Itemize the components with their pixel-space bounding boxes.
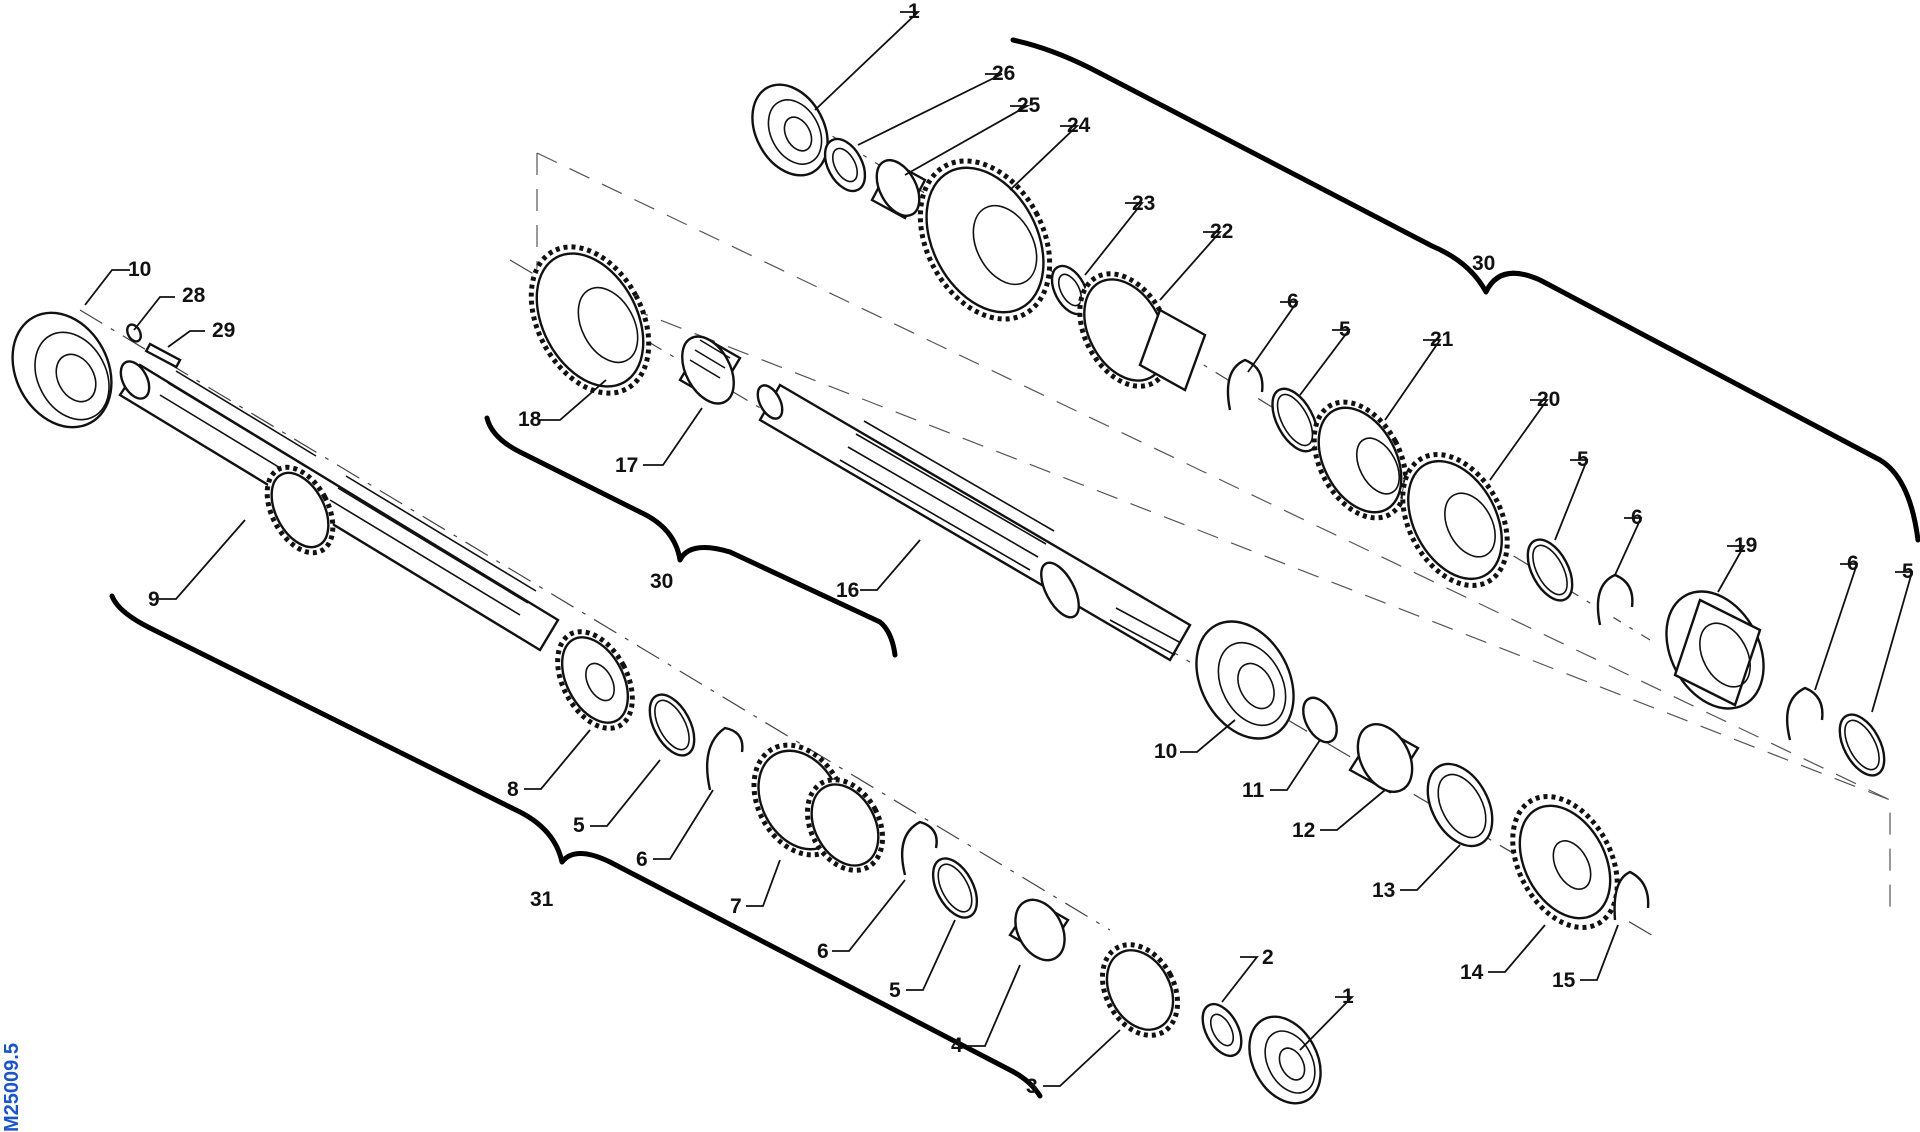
bearing-1-bottom xyxy=(1248,1015,1322,1105)
callout-1-bottom: 1 xyxy=(1342,985,1354,1008)
callout-23: 23 xyxy=(1132,192,1155,215)
callout-7: 7 xyxy=(730,895,742,918)
circlip-6-e xyxy=(1786,686,1824,741)
bushing-12 xyxy=(1348,723,1420,794)
circlip-6-c xyxy=(1226,358,1264,411)
callout-30-top: 30 xyxy=(1472,252,1495,275)
gear-8 xyxy=(555,629,635,731)
gear-3 xyxy=(1099,942,1181,1038)
sliding-sleeve-19 xyxy=(1665,590,1765,710)
washer-2 xyxy=(1201,1002,1243,1058)
callout-24: 24 xyxy=(1067,114,1091,137)
primary-shaft-9 xyxy=(118,360,560,652)
callout-10-middle: 10 xyxy=(1154,740,1177,763)
seal-13 xyxy=(1426,762,1494,848)
ring-5-e xyxy=(1838,713,1886,777)
callout-19: 19 xyxy=(1734,534,1757,557)
callout-26: 26 xyxy=(992,62,1015,85)
callout-18: 18 xyxy=(518,408,542,431)
washer-26 xyxy=(823,137,867,193)
callout-5-a: 5 xyxy=(573,814,585,837)
callout-3: 3 xyxy=(1026,1075,1038,1098)
callout-15: 15 xyxy=(1552,969,1576,992)
callout-6-c: 6 xyxy=(1287,290,1299,313)
callout-5-d: 5 xyxy=(1577,448,1589,471)
callout-6-e: 6 xyxy=(1847,552,1859,575)
circlip-6-d xyxy=(1596,573,1634,626)
callout-8: 8 xyxy=(507,778,519,801)
callout-25: 25 xyxy=(1017,94,1041,117)
callout-9: 9 xyxy=(148,588,160,611)
gear-7 xyxy=(751,742,886,873)
callout-29: 29 xyxy=(212,319,235,342)
callout-labels: 1 26 25 24 23 22 30 6 5 21 20 5 6 19 6 5… xyxy=(128,0,1914,1098)
circlip-6-b xyxy=(901,820,938,876)
callout-20: 20 xyxy=(1537,388,1560,411)
callout-11: 11 xyxy=(1242,779,1265,802)
callout-16: 16 xyxy=(836,579,859,602)
circlip-11 xyxy=(1302,696,1338,744)
callout-6-b: 6 xyxy=(817,940,829,963)
callout-22: 22 xyxy=(1210,220,1233,243)
callout-31: 31 xyxy=(530,888,554,911)
bearing-1-top xyxy=(751,83,829,177)
callout-5-c: 5 xyxy=(1339,318,1351,341)
callout-14: 14 xyxy=(1460,961,1484,984)
callout-13: 13 xyxy=(1372,879,1395,902)
sprocket-14 xyxy=(1510,794,1620,930)
gear-20 xyxy=(1400,452,1510,588)
washer-23 xyxy=(1050,264,1090,316)
callout-17: 17 xyxy=(615,454,638,477)
bearing-10-middle xyxy=(1195,620,1295,740)
gear-22 xyxy=(1077,271,1207,392)
circlip-6-a xyxy=(706,726,744,791)
callout-4: 4 xyxy=(951,1034,963,1057)
gear-24 xyxy=(917,158,1053,322)
ring-5-d xyxy=(1526,538,1574,602)
bearing-10-left xyxy=(11,311,113,429)
needle-bearing-25 xyxy=(870,158,927,220)
callout-2: 2 xyxy=(1262,946,1274,969)
callout-6-a: 6 xyxy=(636,848,648,871)
leader-lines xyxy=(84,11,1914,1087)
brace-31-bottom xyxy=(109,593,1043,1099)
callout-30-middle: 30 xyxy=(650,570,673,593)
callout-6-d: 6 xyxy=(1631,506,1643,529)
callout-5-e: 5 xyxy=(1902,560,1914,583)
callout-10-left: 10 xyxy=(128,258,151,281)
callout-21: 21 xyxy=(1430,328,1454,351)
callout-5-b: 5 xyxy=(889,979,901,1002)
screw-29 xyxy=(144,342,182,369)
washer-28 xyxy=(126,323,142,343)
secondary-shaft-16 xyxy=(756,383,1192,662)
bushing-4 xyxy=(1008,898,1070,962)
shaft-9-integral-gear xyxy=(264,464,336,556)
gear-18 xyxy=(528,244,652,396)
circlip-15 xyxy=(1613,870,1650,921)
callout-1-top: 1 xyxy=(908,0,920,23)
drawing-code-text: M25009.5 xyxy=(1,1043,23,1132)
drawing-code: M25009.5 xyxy=(1,1028,28,1132)
gear-21 xyxy=(1311,399,1409,521)
brace-30-top xyxy=(1010,37,1920,543)
callout-12: 12 xyxy=(1292,819,1315,842)
callout-28: 28 xyxy=(182,284,206,307)
ring-5-a xyxy=(648,693,696,757)
brace-30-middle xyxy=(484,415,898,658)
needle-bearing-17 xyxy=(678,335,742,405)
ring-5-b xyxy=(931,857,979,919)
ring-5-c xyxy=(1271,387,1319,453)
